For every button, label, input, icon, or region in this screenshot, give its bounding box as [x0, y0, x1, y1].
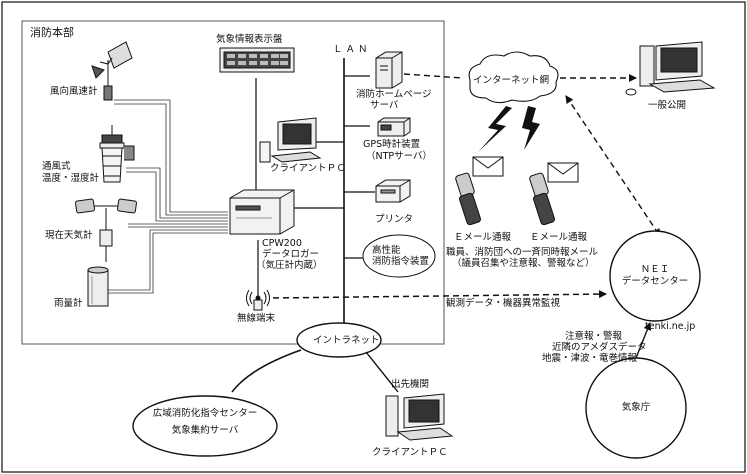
rain-gauge-label: 雨量計 [54, 298, 83, 309]
logger-label-2: データロガー [262, 249, 320, 260]
mail-desc-1: 職員、消防団への一斉同時報メール [446, 247, 599, 258]
client-pc2-label: クライアントＰＣ [372, 447, 448, 458]
internet-label: インターネット網 [473, 75, 550, 86]
logger-label-1: CPW200 [262, 238, 302, 249]
weather-display-icon [219, 47, 295, 73]
envelope-icon [472, 156, 579, 183]
thermo-label-1: 通風式 [42, 161, 71, 172]
command-unit-ellipse [362, 234, 436, 278]
public-label: 一般公開 [648, 100, 687, 111]
jma-data-3: 地震・津波・竜巻情報 [542, 353, 638, 364]
internet-cloud-icon [468, 51, 559, 104]
intranet-label: イントラネット [313, 335, 380, 346]
command-label-2: 消防指令装置 [372, 256, 430, 267]
jma-data-1: 注意報・警報 [565, 331, 623, 342]
regional-label-1: 広域消防化指令センター [152, 408, 258, 419]
monitor-arrow [272, 290, 607, 299]
tenki-label: tenki.ne.jp [645, 321, 696, 332]
web-server-label-2: サーバ [370, 100, 399, 111]
monitor-label: 観測データ・機器異常監視 [446, 298, 561, 309]
mail-desc-2: （議員召集や注意報、警報など） [452, 258, 595, 269]
gps-label-2: （NTPサーバ） [366, 151, 433, 162]
public-pc-icon [625, 41, 716, 96]
gps-clock-icon [377, 117, 411, 137]
sensor-cables [106, 99, 228, 294]
anemometer-icon [91, 41, 133, 101]
regional-center-ellipse [132, 395, 278, 457]
gps-label-1: GPS時計装置 [363, 139, 421, 150]
nei-label-2: データセンター [621, 276, 689, 287]
web-server-icon [375, 51, 403, 89]
nei-label-1: ＮＥＩ [640, 264, 670, 275]
jma-nei-arrow [635, 322, 652, 359]
web-server-label-1: 消防ホームページ [356, 89, 432, 100]
printer-icon [375, 179, 411, 203]
thermo-label-2: 温度・湿度計 [42, 173, 100, 184]
data-logger-icon [229, 189, 295, 235]
thermometer-shelter-icon [99, 125, 135, 183]
intranet-ellipse [296, 322, 382, 358]
lightning-icon [478, 106, 540, 152]
internet-nei-arrow [565, 95, 661, 237]
jma-label: 気象庁 [621, 402, 651, 413]
dispatch-label: 出先機関 [391, 379, 430, 390]
mobile-phone-icon [455, 172, 556, 226]
logger-label-3: （気圧計内蔵） [256, 260, 323, 271]
present-weather-sensor-icon [75, 198, 137, 262]
email1-label: Ｅメール通報 [454, 232, 512, 243]
radio-terminal-icon [246, 288, 270, 311]
email2-label: Ｅメール通報 [530, 232, 588, 243]
client-pc-icon [259, 117, 322, 163]
jma-data-2: 近隣のアメダスデータ [552, 342, 647, 353]
client-pc-label: クライアントＰＣ [270, 163, 346, 174]
anemometer-label: 風向風速計 [50, 86, 98, 97]
weather-display-label: 気象情報表示盤 [216, 34, 283, 45]
rain-gauge-icon [87, 266, 109, 307]
present-weather-label: 現在天気計 [45, 230, 93, 241]
nei-circle [609, 230, 701, 322]
command-label-1: 高性能 [372, 245, 401, 256]
hq-label: 消防本部 [30, 26, 74, 39]
printer-label: プリンタ [375, 214, 414, 225]
regional-label-2: 気象集約サーバ [171, 425, 239, 436]
radio-label: 無線端末 [237, 313, 276, 324]
dispatch-pc-icon [385, 393, 454, 441]
lan-label: ＬＡＮ [333, 44, 371, 55]
hq-box [21, 20, 445, 345]
